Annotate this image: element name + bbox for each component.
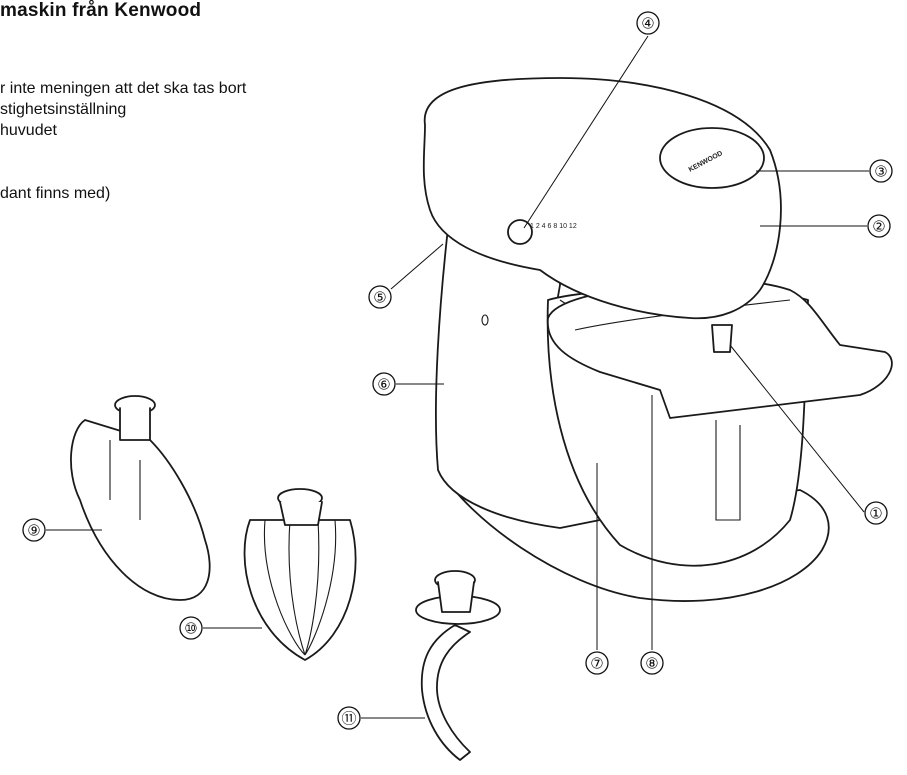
callout-number: ⑦ <box>590 656 603 673</box>
list-line: dant finns med) <box>0 185 111 202</box>
callout-number: ⑪ <box>341 711 356 728</box>
k-beater-illustration <box>70 395 211 601</box>
callout-number: ⑤ <box>373 290 386 307</box>
tool-socket <box>711 324 733 353</box>
callout-number: ④ <box>641 16 654 33</box>
callout-7: ⑦ <box>585 463 609 675</box>
speed-dial-scale: 1 2 4 6 8 10 12 <box>530 223 577 230</box>
callout-number: ② <box>872 219 885 236</box>
callout-number: ⑩ <box>184 621 197 638</box>
list-line: r inte meningen att det ska tas bort <box>0 80 247 97</box>
callout-5: ⑤ <box>368 243 444 309</box>
dough-hook-illustration <box>415 570 501 761</box>
section-heading: maskin från Kenwood <box>0 0 202 21</box>
outlet-cover <box>659 127 765 189</box>
callout-11: ⑪ <box>337 706 425 730</box>
parts-list: r inte meningen att det ska tas bort sti… <box>0 78 246 204</box>
stand-mixer-illustration: KENWOOD 1 2 4 6 8 10 12 <box>422 77 893 602</box>
whisk-illustration <box>243 488 357 661</box>
callout-number: ⑥ <box>377 377 390 394</box>
callout-10: ⑩ <box>179 616 262 640</box>
callout-9: ⑨ <box>22 518 102 542</box>
callout-8: ⑧ <box>640 395 664 675</box>
callout-number: ③ <box>874 164 887 181</box>
callout-3: ③ <box>756 159 893 183</box>
list-line: huvudet <box>0 122 57 139</box>
callout-number: ① <box>869 506 882 523</box>
callout-2: ② <box>760 214 891 238</box>
callout-4: ④ <box>523 11 660 229</box>
speed-control[interactable] <box>507 219 533 245</box>
list-line: stighetsinställning <box>0 101 127 118</box>
callout-1: ① <box>729 344 888 525</box>
callout-6: ⑥ <box>372 372 444 396</box>
callout-number: ⑨ <box>27 523 40 540</box>
callout-number: ⑧ <box>645 656 658 673</box>
